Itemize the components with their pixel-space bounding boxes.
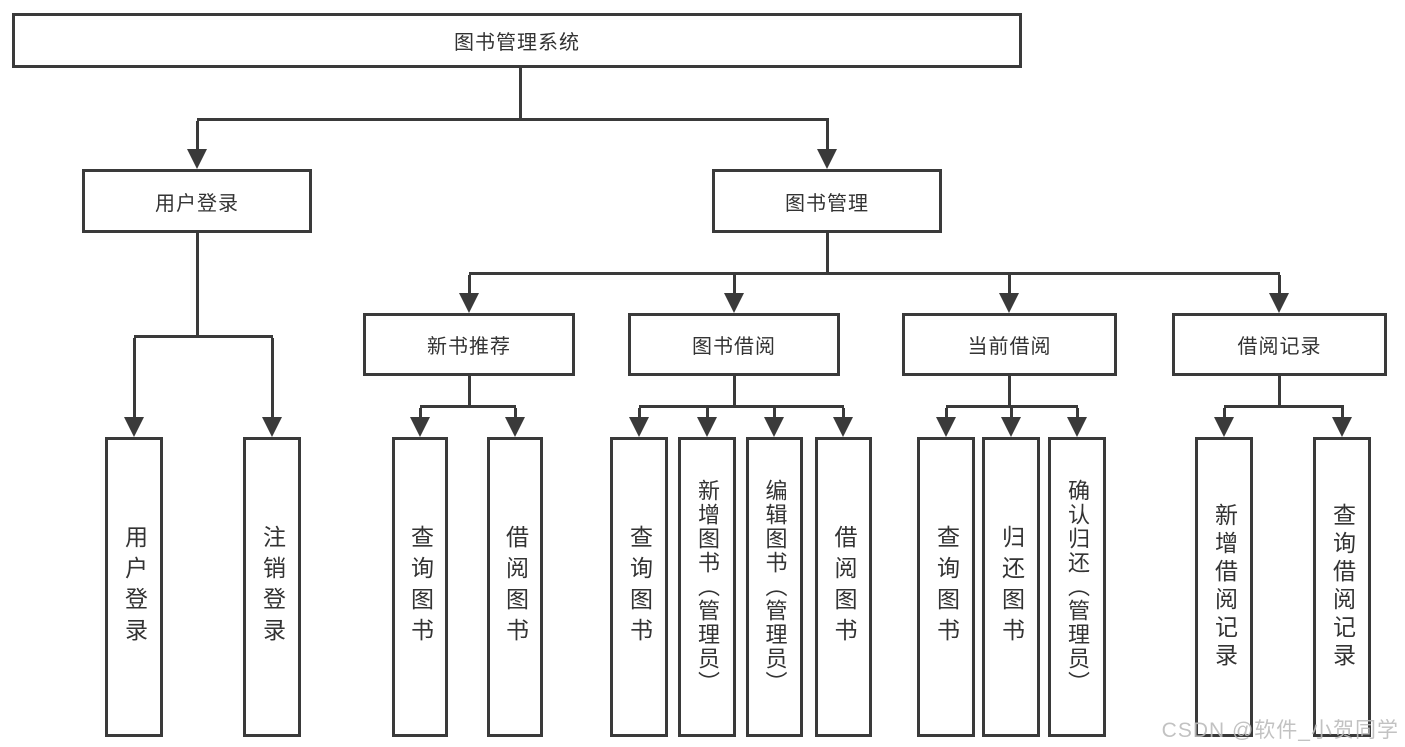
connector-line <box>826 233 829 272</box>
connector-line <box>1278 376 1281 408</box>
leaf-add-borrow-record: 新增借阅记录 <box>1195 437 1253 737</box>
node-label: 用户登录 <box>121 525 148 649</box>
node-label: 借阅图书 <box>502 525 529 649</box>
leaf-return-books: 归还图书 <box>982 437 1040 737</box>
node-library-system: 图书管理系统 <box>12 13 1022 68</box>
leaf-query-borrow-record: 查询借阅记录 <box>1313 437 1371 737</box>
leaf-edit-books-admin: 编辑图书（管理员） <box>746 437 803 737</box>
connector-arrow <box>187 121 207 169</box>
watermark-text: CSDN @软件_小贺同学 <box>1161 719 1399 742</box>
connector-arrow <box>697 408 717 437</box>
node-label: 图书管理 <box>785 192 869 215</box>
leaf-borrow-books: 借阅图书 <box>815 437 872 737</box>
leaf-logout: 注销登录 <box>243 437 301 737</box>
connector-arrow <box>724 275 744 313</box>
node-current-borrowing: 当前借阅 <box>902 313 1117 376</box>
connector-line <box>197 118 829 121</box>
connector-arrow <box>817 121 837 169</box>
node-new-book-recommend: 新书推荐 <box>363 313 575 376</box>
connector-line <box>1224 405 1344 408</box>
connector-line <box>468 376 471 408</box>
node-label: 编辑图书（管理员） <box>762 479 788 695</box>
connector-arrow <box>629 408 649 437</box>
leaf-add-books-admin: 新增图书（管理员） <box>678 437 736 737</box>
connector-arrow <box>410 408 430 437</box>
connector-arrow <box>936 408 956 437</box>
connector-arrow <box>1001 408 1021 437</box>
leaf-query-books-recommend: 查询图书 <box>392 437 448 737</box>
connector-arrow <box>1214 408 1234 437</box>
node-label: 图书管理系统 <box>454 32 580 54</box>
connector-line <box>469 272 1280 275</box>
connector-line <box>639 405 844 408</box>
connector-arrow <box>262 338 282 437</box>
node-borrowing-records: 借阅记录 <box>1172 313 1387 376</box>
node-label: 归还图书 <box>998 525 1025 649</box>
node-label: 当前借阅 <box>967 336 1052 358</box>
leaf-user-login: 用户登录 <box>105 437 163 737</box>
node-label: 查询借阅记录 <box>1329 503 1356 671</box>
node-label: 查询图书 <box>626 525 653 649</box>
leaf-confirm-return-admin: 确认归还（管理员） <box>1048 437 1106 737</box>
connector-arrow <box>833 408 853 437</box>
connector-arrow <box>124 338 144 437</box>
node-label: 查询图书 <box>933 525 960 649</box>
node-label: 注销登录 <box>259 525 286 649</box>
connector-arrow <box>999 275 1019 313</box>
node-label: 新书推荐 <box>427 336 511 358</box>
leaf-borrow-books-recommend: 借阅图书 <box>487 437 543 737</box>
connector-arrow <box>1269 275 1289 313</box>
connector-line <box>196 233 199 335</box>
node-book-borrowing: 图书借阅 <box>628 313 840 376</box>
node-label: 借阅图书 <box>831 525 857 649</box>
node-label: 查询图书 <box>407 525 434 649</box>
node-label: 用户登录 <box>155 192 239 215</box>
node-user-login: 用户登录 <box>82 169 312 233</box>
node-label: 新增借阅记录 <box>1211 503 1238 671</box>
connector-arrow <box>459 275 479 313</box>
connector-line <box>1008 376 1011 408</box>
connector-line <box>946 405 1078 408</box>
connector-arrow <box>764 408 784 437</box>
node-label: 图书借阅 <box>692 336 776 358</box>
connector-arrow <box>1332 408 1352 437</box>
node-label: 新增图书（管理员） <box>695 479 720 695</box>
connector-line <box>519 68 522 121</box>
node-label: 借阅记录 <box>1237 336 1322 358</box>
connector-arrow <box>505 408 525 437</box>
connector-line <box>134 335 273 338</box>
leaf-query-books-current: 查询图书 <box>917 437 975 737</box>
leaf-query-books-borrowing: 查询图书 <box>610 437 668 737</box>
node-book-management: 图书管理 <box>712 169 942 233</box>
connector-arrow <box>1067 408 1087 437</box>
connector-line <box>420 405 516 408</box>
node-label: 确认归还（管理员） <box>1065 479 1090 695</box>
connector-line <box>733 376 736 408</box>
